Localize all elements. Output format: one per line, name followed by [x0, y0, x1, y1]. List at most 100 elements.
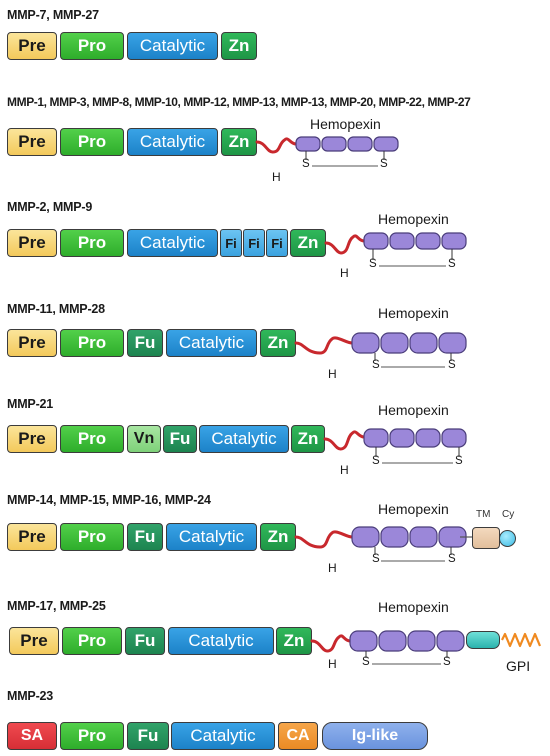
s-label-right: S — [448, 359, 456, 371]
s-label-right: S — [380, 158, 388, 170]
row-title-mmp14-group: MMP-14, MMP-15, MMP-16, MMP-24 — [7, 493, 211, 507]
catalytic-domain: Catalytic — [199, 425, 289, 453]
hemopexin-blade — [380, 526, 409, 548]
hemopexin-blade — [438, 332, 467, 354]
pro-domain: Pro — [62, 627, 122, 655]
furin-domain: Fu — [127, 329, 163, 357]
zn-domain: Zn — [260, 329, 296, 357]
zn-domain: Zn — [221, 128, 257, 156]
linker-region — [324, 234, 366, 255]
catalytic-domain: Catalytic — [127, 32, 218, 60]
fibronectin-domain-2: Fi — [243, 229, 265, 257]
row-title-mmp17-mmp25: MMP-17, MMP-25 — [7, 599, 106, 613]
pro-domain: Pro — [60, 722, 124, 750]
hemopexin-blade — [363, 232, 389, 250]
cy-label: Cy — [502, 509, 515, 520]
hemopexin-blade — [378, 630, 407, 652]
zn-domain: Zn — [221, 32, 257, 60]
furin-domain: Fu — [163, 425, 197, 453]
pro-domain: Pro — [60, 523, 124, 551]
gpi-anchor-domain — [466, 631, 500, 649]
hemopexin-blade — [415, 428, 441, 448]
hemopexin-blade — [351, 332, 380, 354]
hemopexin-blade — [347, 136, 373, 152]
hemopexin-label: Hemopexin — [378, 599, 449, 615]
hemopexin-blade — [441, 232, 467, 250]
hemopexin-blade — [438, 526, 467, 548]
s-label-left: S — [302, 158, 310, 170]
hemopexin-blade — [407, 630, 436, 652]
pre-domain: Pre — [9, 627, 59, 655]
ig-like-domain: Ig-like — [322, 722, 428, 750]
catalytic-domain: Catalytic — [171, 722, 275, 750]
hemopexin-label: Hemopexin — [310, 116, 381, 132]
hemopexin-label: Hemopexin — [378, 501, 449, 517]
hemopexin-blade — [409, 332, 438, 354]
linker-region — [310, 634, 352, 653]
s-label-right: S — [455, 455, 463, 467]
furin-domain: Fu — [125, 627, 165, 655]
fibronectin-domain-3: Fi — [266, 229, 288, 257]
h-label: H — [328, 657, 337, 671]
hemopexin-label: Hemopexin — [378, 402, 449, 418]
s-label-left: S — [362, 656, 370, 668]
catalytic-domain: Catalytic — [166, 329, 257, 357]
cytoplasmic-domain — [499, 530, 516, 547]
row-title-mmp11-mmp28: MMP-11, MMP-28 — [7, 302, 105, 316]
tm-label: TM — [476, 509, 491, 520]
hemopexin-blade — [415, 232, 441, 250]
catalytic-domain: Catalytic — [127, 128, 218, 156]
hemopexin-label: Hemopexin — [378, 305, 449, 321]
transmembrane-domain — [472, 527, 500, 549]
linker-region — [294, 336, 354, 355]
h-label: H — [340, 266, 349, 280]
hemopexin-blade — [373, 136, 399, 152]
gpi-label: GPI — [506, 658, 531, 674]
vitronectin-domain: Vn — [127, 425, 161, 453]
catalytic-domain: Catalytic — [166, 523, 257, 551]
s-label-left: S — [372, 455, 380, 467]
h-label: H — [272, 170, 281, 184]
furin-domain: Fu — [127, 722, 169, 750]
s-label-left: S — [372, 359, 380, 371]
s-label-right: S — [443, 656, 451, 668]
pro-domain: Pro — [60, 329, 124, 357]
furin-domain: Fu — [127, 523, 163, 551]
row-title-mmp1-group: MMP-1, MMP-3, MMP-8, MMP-10, MMP-12, MMP… — [7, 95, 471, 109]
pre-domain: Pre — [7, 329, 57, 357]
pro-domain: Pro — [60, 425, 124, 453]
gpi-zigzag — [501, 632, 542, 648]
hemopexin-blade — [351, 526, 380, 548]
s-label-right: S — [448, 258, 456, 270]
hemopexin-blade — [295, 136, 321, 152]
linker-region — [323, 430, 366, 451]
hemopexin-blade — [380, 332, 409, 354]
pre-domain: Pre — [7, 523, 57, 551]
linker-region — [294, 530, 354, 549]
pro-domain: Pro — [60, 128, 124, 156]
hemopexin-label: Hemopexin — [378, 211, 449, 227]
zn-domain: Zn — [276, 627, 312, 655]
h-label: H — [328, 367, 337, 381]
zn-domain: Zn — [290, 229, 326, 257]
s-label-left: S — [372, 553, 380, 565]
row-title-mmp7: MMP-7, MMP-27 — [7, 8, 99, 22]
row-title-mmp21: MMP-21 — [7, 397, 54, 411]
hemopexin-blade — [349, 630, 378, 652]
pro-domain: Pro — [60, 229, 124, 257]
pro-domain: Pro — [60, 32, 124, 60]
h-label: H — [340, 463, 349, 477]
fibronectin-domain-1: Fi — [220, 229, 242, 257]
hemopexin-blade — [436, 630, 465, 652]
hemopexin-blade — [441, 428, 467, 448]
row-title-mmp23: MMP-23 — [7, 689, 54, 703]
hemopexin-blade — [409, 526, 438, 548]
pre-domain: Pre — [7, 128, 57, 156]
catalytic-domain: Catalytic — [127, 229, 218, 257]
row-title-mmp2-mmp9: MMP-2, MMP-9 — [7, 200, 93, 214]
catalytic-domain: Catalytic — [168, 627, 274, 655]
pre-domain: Pre — [7, 32, 57, 60]
s-label-right: S — [448, 553, 456, 565]
hemopexin-blade — [389, 232, 415, 250]
cysteine-array-domain: CA — [278, 722, 318, 750]
